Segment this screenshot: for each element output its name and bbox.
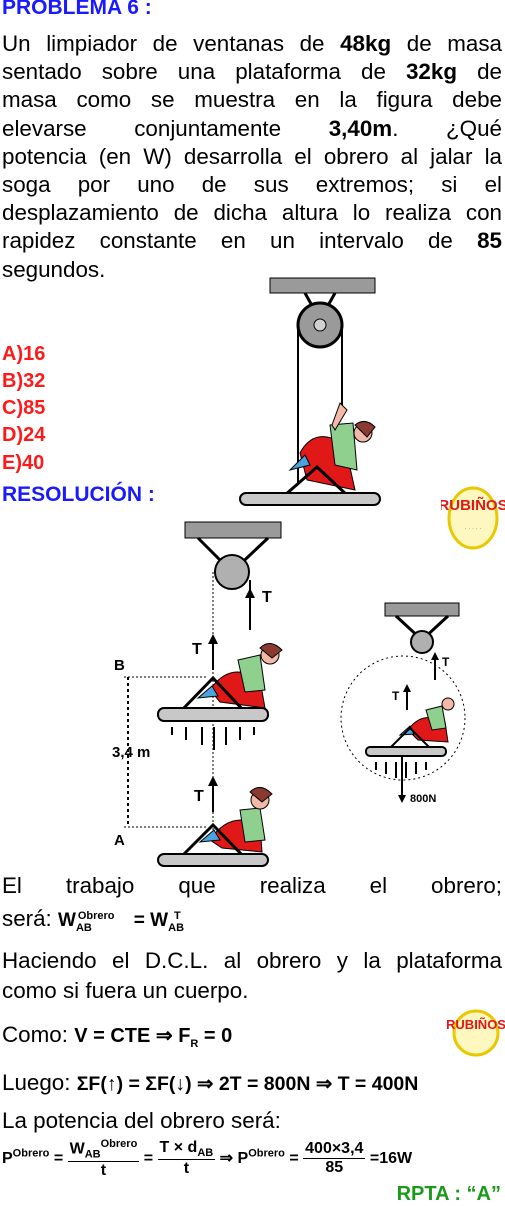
solution-line-6: Luego: ΣF(↑) = ΣF(↓) ⇒ 2T = 800N ⇒ T = 4… <box>2 1070 419 1095</box>
option-d: D)24 <box>2 424 46 446</box>
svg-text:T: T <box>262 589 272 606</box>
rubinos-logo-2: RUBIÑOS <box>446 1005 505 1057</box>
svg-text:RUBIÑOS: RUBIÑOS <box>441 496 505 514</box>
svg-text:T: T <box>194 788 204 805</box>
solution-line-5: Como: V = CTE ⇒ FR = 0 <box>2 1022 233 1050</box>
option-a: A)16 <box>2 343 46 365</box>
solution-line-3: Haciendo el D.C.L. al obrero y la plataf… <box>2 948 502 973</box>
answer-label: RPTA : “A” <box>396 1183 501 1205</box>
solution-line-2: será: WABObrero = WABT <box>2 906 185 934</box>
pulley-illustration <box>239 277 381 506</box>
svg-text:B: B <box>114 657 125 674</box>
solution-line-4: como si fuera un cuerpo. <box>2 978 249 1003</box>
free-body-diagram: T T B A 3,4 m T <box>112 521 283 867</box>
rubinos-logo: RUBIÑOS · · · · · <box>438 480 505 550</box>
svg-text:T: T <box>392 689 400 703</box>
svg-text:T: T <box>192 641 202 658</box>
svg-text:3,4 m: 3,4 m <box>112 744 150 761</box>
option-b: B)32 <box>2 370 46 392</box>
problem-statement: Un limpiador de ventanas de 48kg de masa… <box>2 31 502 282</box>
solution-line-1: El trabajo que realiza el obrero; <box>2 873 502 898</box>
svg-text:800N: 800N <box>410 793 436 805</box>
svg-text:T: T <box>442 655 450 669</box>
svg-text:A: A <box>114 832 125 849</box>
option-c: C)85 <box>2 397 46 419</box>
problem-title: PROBLEMA 6 : <box>2 0 152 19</box>
svg-text:RUBIÑOS: RUBIÑOS <box>447 1017 505 1032</box>
dcl-diagram: T T 800N <box>340 602 466 805</box>
solution-line-7: La potencia del obrero será: <box>2 1108 281 1133</box>
svg-text:· · · · ·: · · · · · <box>465 526 482 532</box>
resolution-title: RESOLUCIÓN : <box>2 483 155 506</box>
option-e: E)40 <box>2 452 45 474</box>
